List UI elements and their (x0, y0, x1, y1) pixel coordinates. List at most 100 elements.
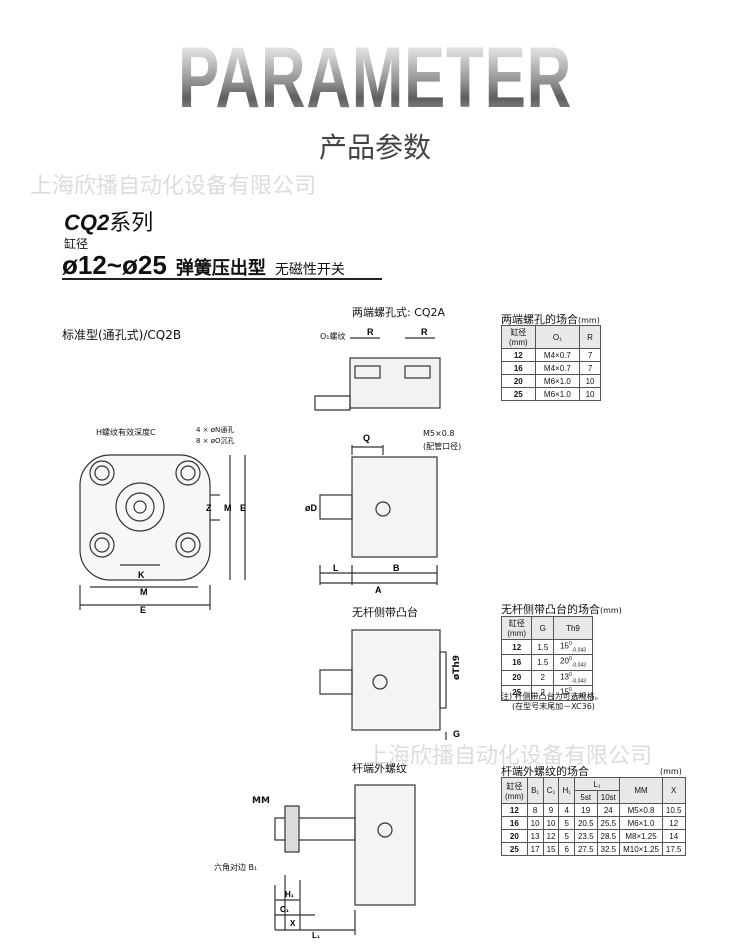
table-cell: 10 (579, 387, 601, 401)
th-b1: B₁ (526, 777, 544, 804)
table-cell: M5×0.8 (619, 803, 663, 817)
table-cell: 17 (526, 842, 544, 856)
table-cell: 5 (558, 829, 575, 843)
table-cell: 19 (573, 803, 598, 817)
th-th9: Th9 (552, 616, 594, 640)
table-cell: 7 (579, 361, 601, 375)
th-x: X (661, 777, 686, 804)
table-cell: 12 (501, 348, 536, 362)
th-bore: 缸径 (mm) (501, 325, 536, 349)
table-cell: M10×1.25 (619, 842, 663, 856)
table-cell: 13 (526, 829, 544, 843)
banner-title: PARAMETER (105, 28, 645, 128)
table-cell: 24 (596, 803, 621, 817)
table-cell: 15 (542, 842, 560, 856)
table-cell: 1.5 (531, 654, 554, 671)
table-cell: M6×1.0 (534, 387, 581, 401)
table-cell: 8 (526, 803, 544, 817)
table-cell: 16 (500, 654, 533, 671)
svg-text:M: M (140, 587, 148, 597)
svg-text:H₁: H₁ (285, 890, 295, 899)
boss-drawing: G (319, 629, 460, 740)
both-ends-drawing: R R (314, 327, 441, 411)
table-cell: 4 (558, 803, 575, 817)
table-cell: 20.5 (573, 816, 598, 830)
table-cell: 7 (579, 348, 601, 362)
banner-subtitle: 产品参数 (318, 131, 431, 164)
n-hole-label: 4 × øN通孔 (196, 426, 235, 434)
table-cell: 17.5 (661, 842, 686, 856)
table-cell: 16 (501, 361, 536, 375)
side-view-drawing: Q øD L B A (305, 433, 438, 595)
table-cell: 10 (542, 816, 560, 830)
table-cell: M4×0.7 (534, 361, 581, 375)
product-type: 弹簧压出型 (175, 258, 266, 279)
table-cell: 20 (500, 669, 533, 686)
svg-text:R: R (421, 327, 428, 337)
svg-text:X: X (290, 919, 296, 928)
th-r: R (579, 325, 601, 349)
table-cell: 12 (661, 816, 686, 830)
boss-note-2: (在型号末尾加－XC36) (512, 702, 595, 711)
port-note: (配管口径) (423, 442, 462, 451)
table-cell: 14 (661, 829, 686, 843)
boss-title: 无杆侧带凸台 (352, 606, 418, 619)
svg-text:Z: Z (206, 503, 212, 513)
th-5st: 5st (573, 790, 598, 804)
bore-label: 缸径 (64, 237, 89, 251)
th-g: G (531, 616, 554, 640)
boss-table-title: 无杆侧带凸台的场合(mm) (501, 603, 622, 616)
port-label: M5×0.8 (423, 429, 455, 438)
table-cell: 150-0.043 (552, 684, 594, 702)
table-cell: M6×1.0 (619, 816, 663, 830)
table-cell: M8×1.25 (619, 829, 663, 843)
g-label: G (453, 729, 460, 739)
table-cell: 20 (501, 374, 536, 388)
table-cell: 16 (501, 816, 528, 830)
table-cell: 32.5 (596, 842, 621, 856)
th-o1: O₁ (534, 325, 581, 349)
table-cell: 5 (558, 816, 575, 830)
table-cell: 23.5 (573, 829, 598, 843)
svg-text:C₁: C₁ (280, 905, 290, 914)
both-ends-title: 两端螺孔式: CQ2A (352, 306, 446, 319)
th9-label: øTh9 (452, 655, 462, 680)
bore-range: ø12~ø25 (62, 250, 167, 280)
th-10st: 10st (596, 790, 621, 804)
table-cell: 20 (501, 829, 528, 843)
svg-text:øD: øD (305, 503, 317, 513)
o-hole-label: 8 × øO沉孔 (196, 437, 235, 445)
table-cell: 12 (542, 829, 560, 843)
table-cell: 25 (501, 387, 536, 401)
o1-thread-label: O₁螺纹 (320, 332, 346, 341)
product-note: 无磁性开关 (274, 262, 345, 278)
both-ends-table-title: 两端螺孔的场合(mm) (501, 313, 600, 326)
svg-text:E: E (240, 503, 246, 513)
table-cell: 25 (501, 842, 528, 856)
table-cell: 12 (500, 638, 533, 656)
table-cell: 130-0.043 (552, 669, 594, 686)
front-view-drawing: K M E Z M E (79, 454, 246, 615)
table-cell: 6 (558, 842, 575, 856)
table-cell: M4×0.7 (534, 348, 581, 362)
table-cell: 25 (500, 684, 533, 702)
product-heading: ø12~ø25 弹簧压出型 无磁性开关 (62, 250, 345, 281)
svg-text:L: L (333, 563, 339, 573)
th-h1: H₁ (558, 777, 575, 804)
male-table-title: 杆端外螺纹的场合 (501, 765, 589, 778)
series-title: CQ2系列 (64, 205, 153, 237)
svg-text:B: B (393, 563, 400, 573)
heading-underline (62, 278, 382, 280)
th-bore: 缸径 (mm) (501, 777, 528, 804)
svg-text:A: A (375, 585, 382, 595)
mm-label: MM (252, 796, 270, 806)
table-cell: 150-0.043 (552, 638, 594, 656)
svg-text:Q: Q (363, 433, 370, 443)
th-c1: C₁ (542, 777, 560, 804)
watermark-middle: 上海欣播自动化设备有限公司 (366, 744, 653, 769)
table-cell: 28.5 (596, 829, 621, 843)
series-suffix: 系列 (109, 211, 154, 236)
th-bore: 缸径 (mm) (500, 616, 533, 640)
th-l1: L₁ (573, 777, 621, 791)
